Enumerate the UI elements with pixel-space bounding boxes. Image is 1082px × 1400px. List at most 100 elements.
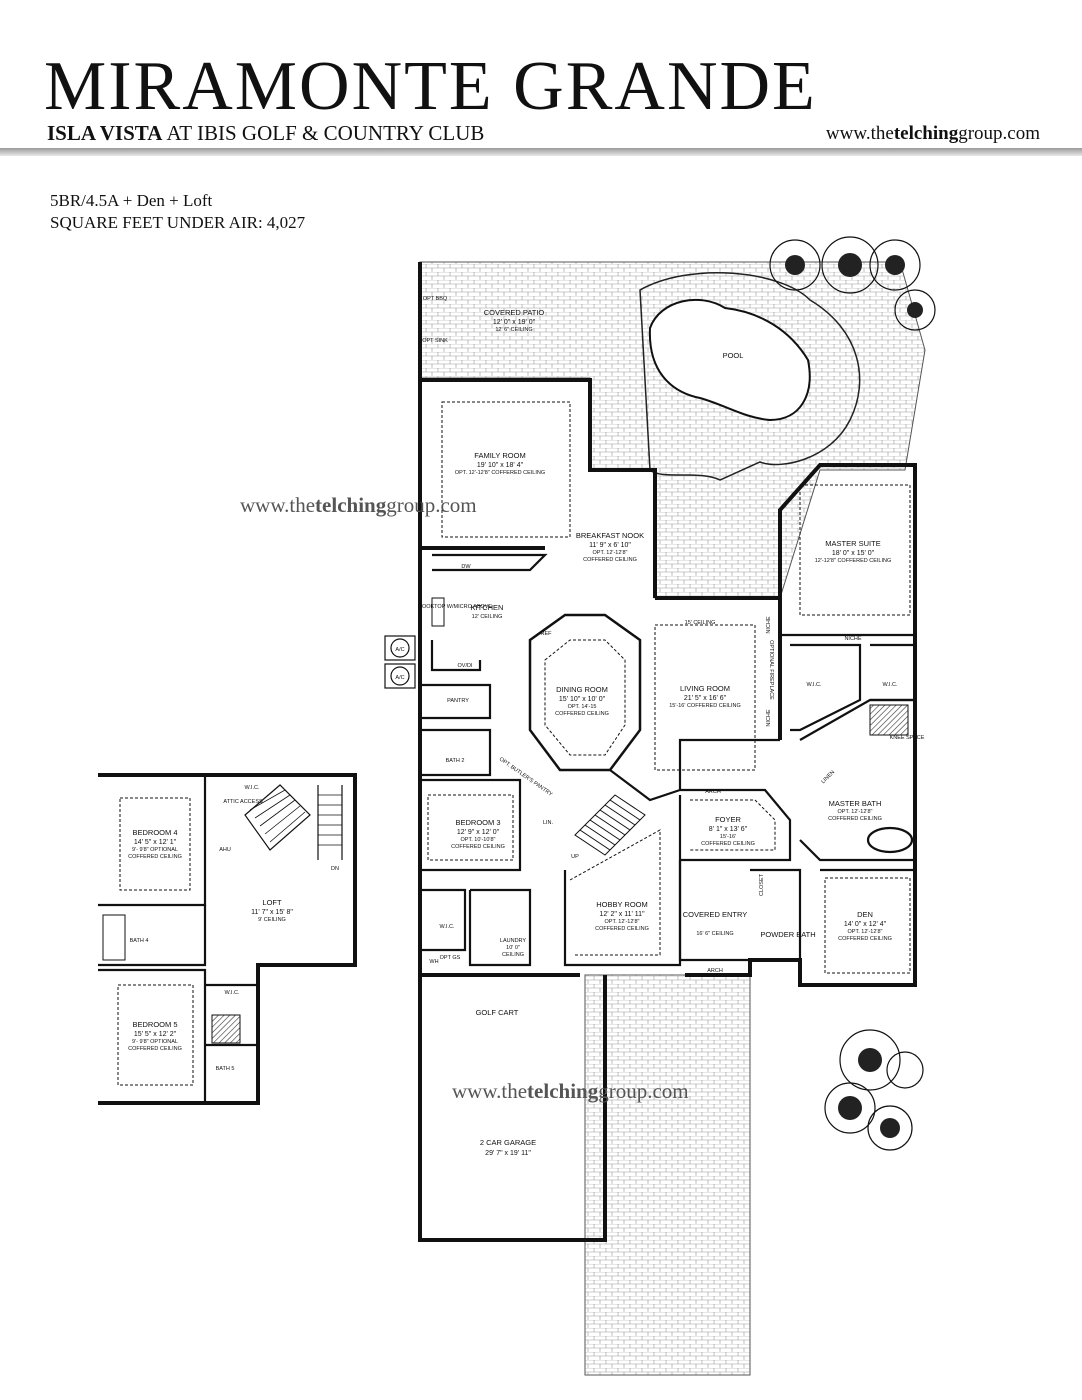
butlers-pantry-label: OPT. BUTLER'S PANTRY <box>498 757 554 799</box>
den-dim: 14' 0" x 12' 4" <box>844 921 887 928</box>
master-suite-name: MASTER SUITE <box>825 539 880 548</box>
arch1-label: ARCH <box>705 789 721 795</box>
arch2-label: ARCH <box>707 968 723 974</box>
pool-label: POOL <box>723 351 744 360</box>
living-room-name: LIVING ROOM <box>680 684 730 693</box>
ref-label: REF <box>541 631 553 637</box>
ac1-label: A/C <box>395 647 404 653</box>
opt-gs-label: OPT GS <box>440 955 461 961</box>
foyer-name: FOYER <box>715 815 741 824</box>
linen-label: LINEN <box>820 769 836 785</box>
main-floor-interior <box>420 401 917 974</box>
bedroom4-note2: COFFERED CEILING <box>128 854 182 860</box>
pantry-label: PANTRY <box>447 698 469 704</box>
covered-entry-note: 16' 6" CEILING <box>696 931 733 937</box>
subtitle: ISLA VISTA AT IBIS GOLF & COUNTRY CLUB <box>47 121 484 146</box>
master-wic1-label: W.I.C. <box>807 682 822 688</box>
bedroom5-dim: 15' 5" x 12' 2" <box>134 1031 177 1038</box>
page-title: MIRAMONTE GRANDE <box>44 48 817 125</box>
ac2-label: A/C <box>395 675 404 681</box>
specs-block: 5BR/4.5A + Den + Loft SQUARE FEET UNDER … <box>50 190 305 234</box>
bedroom3-note2: COFFERED CEILING <box>451 844 505 850</box>
foyer-note: 15'-16' <box>720 834 736 840</box>
header-rule <box>0 148 1082 156</box>
bedroom3-name: BEDROOM 3 <box>455 818 500 827</box>
bedroom3-dim: 12' 9" x 12' 0" <box>457 829 500 836</box>
ovdi-label: OV/DI <box>458 663 473 669</box>
family-room-note: OPT. 12'-12'8" COFFERED CEILING <box>455 470 545 476</box>
shower-master <box>869 704 909 736</box>
niche1-label: NICHE <box>766 616 772 633</box>
bath5-label: BATH 5 <box>216 1066 235 1072</box>
bed-bath-spec: 5BR/4.5A + Den + Loft <box>50 191 213 210</box>
bedroom4-note: 9'- 9'8" OPTIONAL <box>132 847 178 853</box>
ahu-label: AHU <box>219 847 231 853</box>
closet-label: CLOSET <box>759 873 765 896</box>
hobby-room-note2: COFFERED CEILING <box>595 926 649 932</box>
covered-patio-dim: 12' 0" x 19' 0" <box>493 319 536 326</box>
covered-patio-note: 12' 6" CEILING <box>495 327 532 333</box>
dining-room-dim: 15' 10" x 10' 0" <box>559 696 606 703</box>
bath2-label: BATH 2 <box>446 758 465 764</box>
foyer-dim: 8' 1" x 13' 6" <box>709 826 748 833</box>
main-floor-walls <box>418 262 917 1242</box>
master-wic2-label: W.I.C. <box>883 682 898 688</box>
landscape-shrubs <box>769 236 936 1151</box>
master-bath-name: MASTER BATH <box>829 799 882 808</box>
family-room-dim: 19' 10" x 18' 4" <box>477 462 524 469</box>
upper-floor-walls <box>98 773 357 1105</box>
golf-cart-label: GOLF CART <box>476 1008 519 1017</box>
website-bold: telching <box>893 123 959 144</box>
website-post: group.com <box>958 123 1040 144</box>
foyer-note2: COFFERED CEILING <box>701 841 755 847</box>
laundry-note: CEILING <box>502 952 524 958</box>
kitchen-ceiling: 12' CEILING <box>472 614 503 620</box>
hobby-room-note: OPT. 12'-12'8" <box>605 919 640 925</box>
wh-label: WH <box>429 959 438 965</box>
bedroom4-dim: 14' 5" x 12' 1" <box>134 839 177 846</box>
laundry-name: LAUNDRY <box>500 938 527 944</box>
niche3-label: NICHE <box>844 636 861 642</box>
website-link[interactable]: www.thetelchinggroup.com <box>826 123 1040 145</box>
bedroom5-name: BEDROOM 5 <box>132 1020 177 1029</box>
subtitle-community: ISLA VISTA <box>47 121 163 145</box>
family-room-name: FAMILY ROOM <box>474 451 525 460</box>
powder-bath-name: POWDER BATH <box>760 930 815 939</box>
hobby-room-name: HOBBY ROOM <box>596 900 648 909</box>
breakfast-nook-note: OPT. 12'-12'8" <box>593 550 628 556</box>
watermark-bottom: www.thetelchinggroup.com <box>452 1079 689 1103</box>
loft-note: 9' CEILING <box>258 917 286 923</box>
main-stairs <box>574 794 646 856</box>
upper-floor-interior <box>98 775 343 1103</box>
dw-label: DW <box>461 564 471 570</box>
bedroom4-name: BEDROOM 4 <box>132 828 177 837</box>
den-note2: COFFERED CEILING <box>838 936 892 942</box>
breakfast-nook-name: BREAKFAST NOOK <box>576 531 644 540</box>
dining-room-name: DINING ROOM <box>556 685 608 694</box>
laundry-dim: 10' 0" <box>506 945 520 951</box>
master-bath-note2: COFFERED CEILING <box>828 816 882 822</box>
lin-label: LIN. <box>543 820 554 826</box>
master-suite-note: 12'-12'8" COFFERED CEILING <box>815 558 892 564</box>
niche2-label: NICHE <box>766 709 772 726</box>
bedroom3-note: OPT. 10'-10'8" <box>461 837 496 843</box>
upper-room-labels: BEDROOM 4 14' 5" x 12' 1" 9'- 9'8" OPTIO… <box>128 785 339 1072</box>
hobby-room-dim: 12' 2" x 11' 11" <box>599 911 645 918</box>
opt-bbq-label: OPT BBQ <box>423 296 448 302</box>
optional-fireplace-label: OPTIONAL FIREPLACE <box>768 640 774 700</box>
ac-units <box>384 635 416 689</box>
cooktop-label: COOKTOP W/MICRO ABOVE <box>418 604 492 610</box>
living-room-dim: 21' 5" x 16' 6" <box>684 695 727 702</box>
knee-space-label: KNEE SPACE <box>890 735 925 741</box>
covered-patio-name: COVERED PATIO <box>484 308 545 317</box>
breakfast-nook-note2: COFFERED CEILING <box>583 557 637 563</box>
driveway <box>584 974 751 1376</box>
dn-label: DN <box>331 866 339 872</box>
dining-room-note2: COFFERED CEILING <box>555 711 609 717</box>
loft-name: LOFT <box>262 898 282 907</box>
upper-wic2-label: W.I.C. <box>225 990 240 996</box>
watermark-top: www.thetelchinggroup.com <box>240 493 477 517</box>
master-suite-dim: 18' 0" x 15' 0" <box>832 550 875 557</box>
website-pre: www.the <box>825 123 894 144</box>
